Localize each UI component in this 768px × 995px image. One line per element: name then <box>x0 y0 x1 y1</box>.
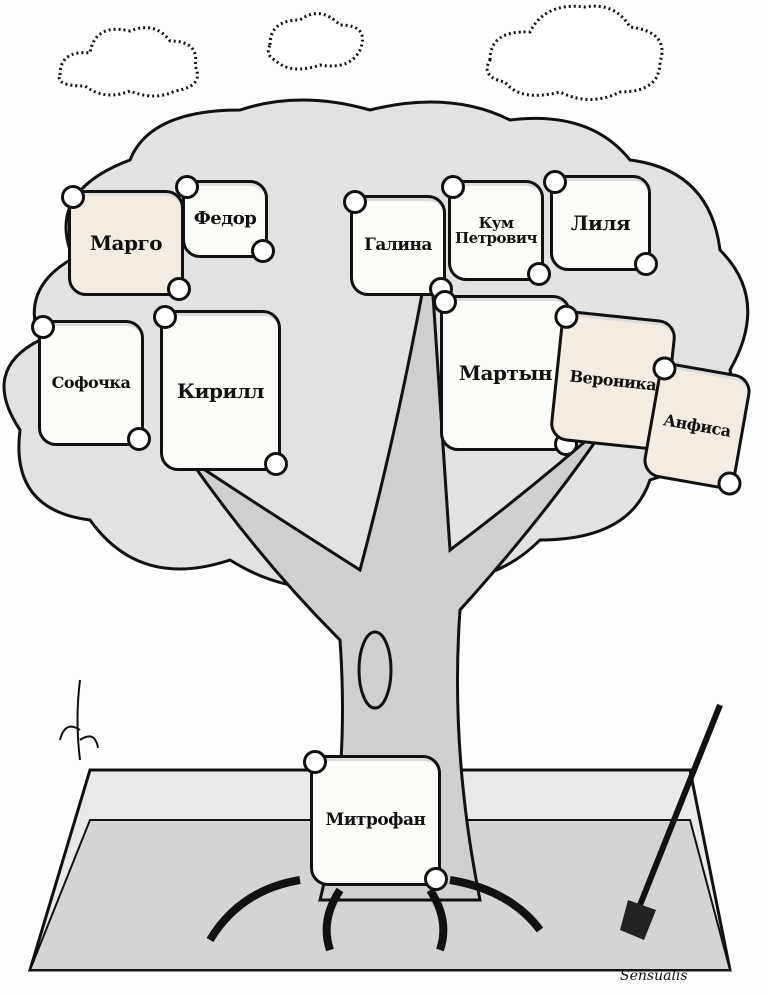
scroll-mitrofan: Митрофан <box>303 750 448 891</box>
cloud-middle <box>266 12 364 71</box>
root-name-label: Митрофан <box>325 810 426 830</box>
scroll-fedor: Федор <box>175 175 275 263</box>
scroll-kirill: Кирилл <box>153 305 288 476</box>
tree-roots <box>206 876 544 952</box>
scroll-martyn: Мартын <box>433 290 578 456</box>
name-label: Софочка <box>51 373 131 392</box>
scroll-kum-petrovich: Кум Петрович <box>441 175 551 286</box>
name-label: Мартын <box>458 361 553 385</box>
scroll-lilya: Лиля <box>543 170 658 276</box>
scroll-galina: Галина <box>343 190 453 301</box>
scroll-anfisa: Анфиса <box>640 360 754 492</box>
grass-sprout <box>59 679 99 761</box>
scroll-sofochka: Софочка <box>31 315 151 451</box>
artist-signature: Sensualis <box>620 968 688 984</box>
name-label: Лиля <box>570 211 631 235</box>
cloud-left <box>57 26 199 98</box>
scroll-margo: Марго <box>61 185 191 301</box>
name-label: Марго <box>89 231 163 255</box>
trunk-knot <box>357 630 393 710</box>
name-label: Кирилл <box>176 378 265 403</box>
shovel-icon <box>620 703 723 940</box>
name-label: Кум Петрович <box>454 213 538 247</box>
name-label: Федор <box>193 208 257 229</box>
name-label: Анфиса <box>661 410 733 441</box>
name-label: Галина <box>364 235 432 255</box>
cloud-right <box>485 4 664 101</box>
name-label: Вероника <box>568 366 658 395</box>
